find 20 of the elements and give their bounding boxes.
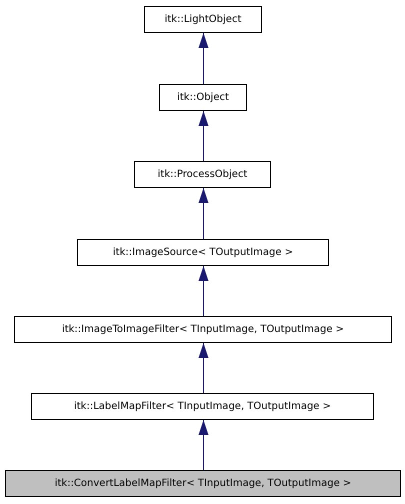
inheritance-arrow xyxy=(198,32,208,84)
class-name: itk::LightObject xyxy=(164,14,242,26)
class-name: itk::Object xyxy=(177,92,229,104)
class-name: itk::LabelMapFilter< TInputImage, TOutputImage > xyxy=(74,400,332,412)
inheritance-arrow xyxy=(198,420,208,470)
class-name: itk::ConvertLabelMapFilter< TInputImage, TOutputImage > xyxy=(54,478,352,490)
inheritance-arrow xyxy=(198,266,208,316)
class-box xyxy=(5,470,401,497)
class-name: itk::ImageToImageFilter< TInputImage, TOutputImage > xyxy=(62,324,344,336)
inheritance-arrow xyxy=(198,188,208,240)
class-box xyxy=(14,316,392,343)
class-box xyxy=(31,393,374,420)
inheritance-arrow xyxy=(198,110,208,162)
class-box xyxy=(77,239,329,266)
class-box xyxy=(134,161,271,188)
class-box xyxy=(159,84,247,111)
class-box xyxy=(144,6,262,33)
class-name: itk::ProcessObject xyxy=(158,168,248,180)
class-name: itk::ImageSource< TOutputImage > xyxy=(112,246,294,258)
inheritance-arrow xyxy=(198,342,208,394)
